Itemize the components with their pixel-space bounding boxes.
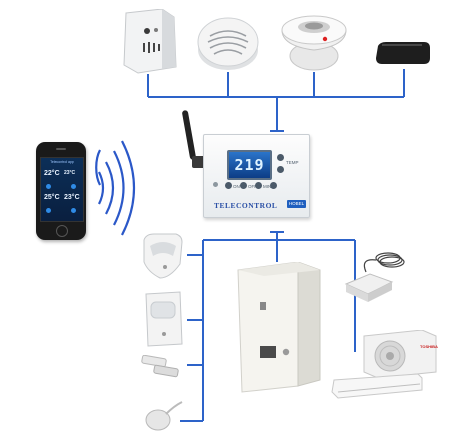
ac-indoor-unit-icon [331, 373, 423, 399]
ac-outdoor-unit-icon [363, 330, 437, 378]
hub-button-label: MIN [263, 184, 272, 189]
motion-sensor-icon [143, 233, 183, 279]
phone-app-title: Telecontrol app [50, 160, 74, 164]
hub-button-label: TEMP [286, 160, 299, 165]
heat-detector-icon [281, 15, 347, 71]
hub-brand-label: TELECONTROL [214, 201, 278, 210]
phone-home-button[interactable] [56, 225, 68, 237]
hub-min-button[interactable] [255, 182, 262, 189]
smoke-detector-icon [197, 17, 259, 70]
hub-aux-button[interactable] [270, 182, 277, 189]
motion-sensor-2-icon [145, 291, 183, 347]
hub-up-button[interactable] [277, 154, 284, 161]
phone-temp-1: 22°C [44, 170, 60, 177]
hub-down-button[interactable] [277, 166, 284, 173]
boiler-icon [237, 262, 321, 393]
ac-brand-label: TOSHIBA [420, 344, 438, 349]
hub-badge: HOBEL [287, 200, 306, 208]
wireless-signal-icon [95, 140, 136, 236]
air-conditioner: TOSHIBA [330, 330, 440, 412]
hub-button-label: OFF [248, 184, 257, 189]
phone-speaker [56, 148, 66, 150]
phone-screen: Telecontrol app 22°C 23°C 25°C 23°C [40, 157, 84, 222]
black-sensor-icon [376, 42, 430, 64]
hub-button-label: ON [233, 184, 240, 189]
telecontrol-hub: 219 TEMP ON OFF MIN TELECONTROL HOBEL [203, 134, 310, 218]
phone-temp-4: 23°C [64, 194, 80, 201]
hub-led [213, 182, 218, 187]
hub-off-button[interactable] [240, 182, 247, 189]
phone-control-button[interactable] [71, 184, 76, 189]
water-probe-icon [145, 401, 183, 431]
phone-temp-2: 23°C [64, 170, 76, 176]
hub-display: 219 [227, 150, 272, 180]
phone-control-button[interactable] [71, 208, 76, 213]
door-contact-icon [141, 355, 179, 378]
phone-control-button[interactable] [46, 184, 51, 189]
receiver-box-icon [344, 252, 405, 302]
phone-control-button[interactable] [46, 208, 51, 213]
smartphone: Telecontrol app 22°C 23°C 25°C 23°C [36, 142, 86, 240]
hub-on-button[interactable] [225, 182, 232, 189]
gas-detector-icon [123, 9, 177, 74]
antenna-icon [182, 110, 206, 168]
phone-temp-3: 25°C [44, 194, 60, 201]
